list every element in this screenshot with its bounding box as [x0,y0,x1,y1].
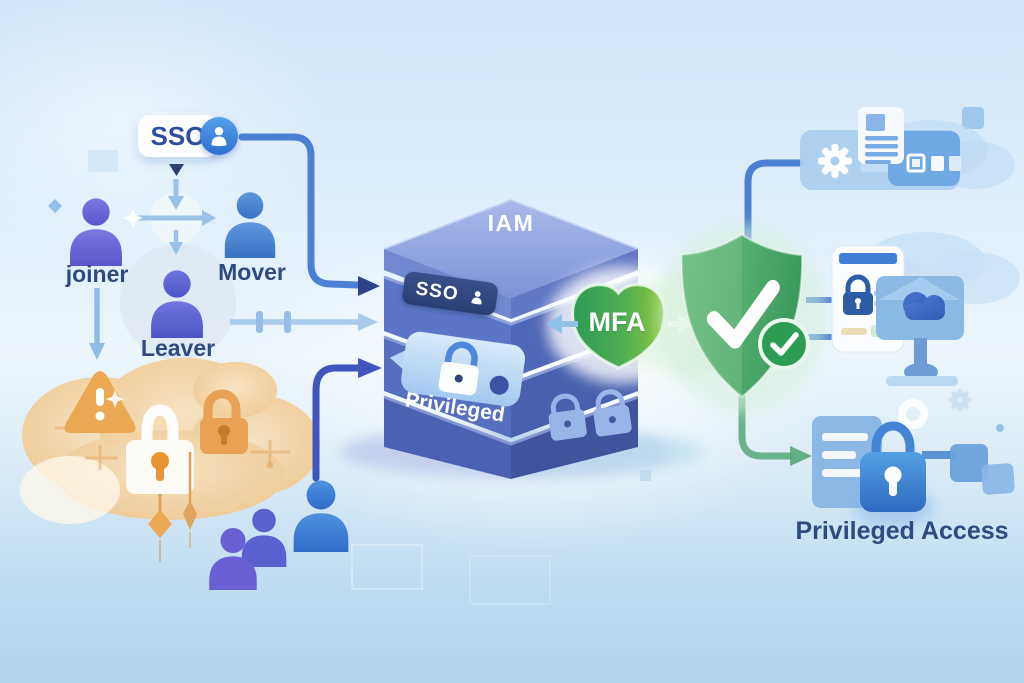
key-bar [922,451,956,459]
shield-to-privileged-connector [738,392,812,466]
policy-document-icon [858,107,904,164]
sparkle [106,390,124,408]
privileged-locks-icon [548,389,632,441]
ring-icon [898,399,928,429]
stack-title: IAM [487,210,535,236]
warning-triangle-icon [64,371,136,433]
mfa-label: MFA [588,307,646,337]
mover-label: Mover [218,259,286,285]
sso-pill-label: SSO [150,120,206,151]
stack-sso-badge: SSO [401,270,499,317]
mover-person-icon [224,192,276,258]
monitor-icon [876,276,964,386]
privileged-users-connector [312,358,382,482]
joiner-label: joiner [65,261,129,287]
mfa-left-arrow [546,314,578,334]
gear-icon [818,144,852,178]
privileged-lock-icon [860,421,1015,512]
stack-sso-label: SSO [414,277,461,305]
shield-check-icon [657,223,827,413]
risk-lock-orange-icon [200,389,248,454]
check-circle-icon [758,318,810,370]
risk-lock-white-icon [126,404,194,494]
sso-user-icon [200,117,238,155]
hanging-pendants [148,452,197,562]
privileged-access-label: Privileged Access [795,517,1009,545]
policy-card-cluster [744,107,1015,310]
device-cluster [806,232,1020,411]
node-link-icon [950,444,988,482]
risk-cloud [20,358,320,562]
person-glyph [211,126,227,147]
stack-lock-bubble-icon [389,331,526,407]
gear-icon [949,389,971,411]
leaver-label: Leaver [140,335,216,361]
lifecycle-connectors [89,133,380,360]
privileged-access-cluster [812,399,1015,527]
mfa-shield-icon [546,267,787,383]
person-glyph [470,291,482,305]
joiner-person-icon [70,198,122,266]
